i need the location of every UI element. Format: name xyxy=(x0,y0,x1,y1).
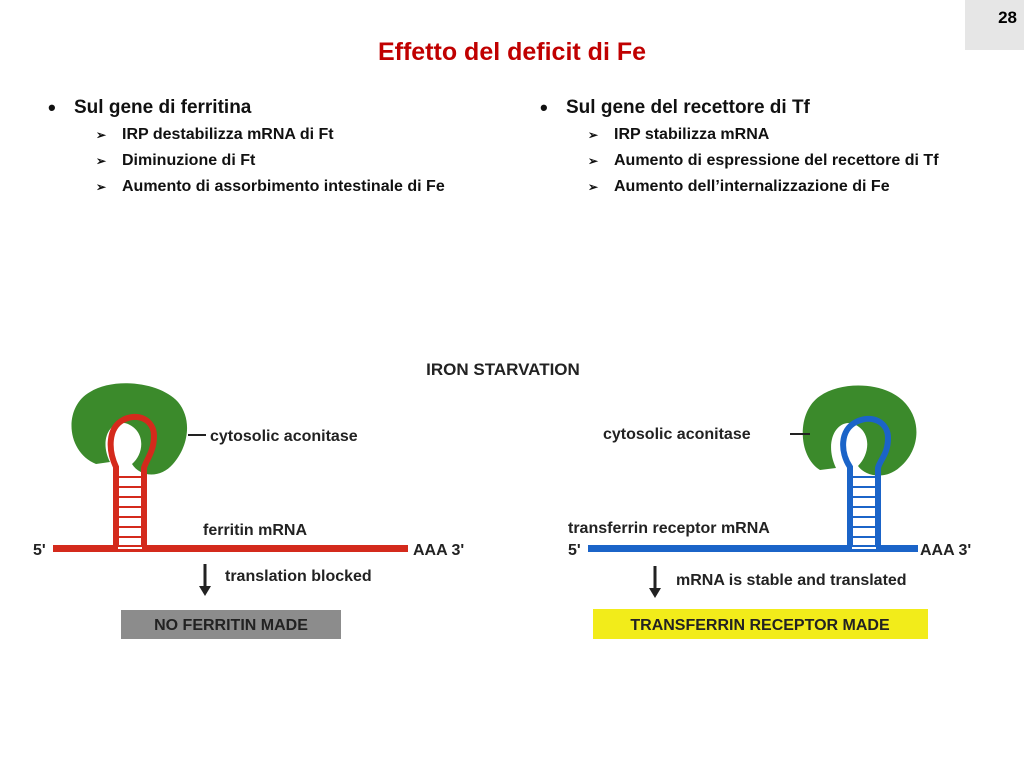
list-item-text: Diminuzione di Ft xyxy=(122,152,256,169)
list-item: ➢ IRP destabilizza mRNA di Ft xyxy=(96,126,503,144)
down-arrow-icon xyxy=(199,564,211,596)
tfr-mrna-strand xyxy=(588,545,918,552)
list-item: ➢ Diminuzione di Ft xyxy=(96,152,503,170)
ferritin-mrna-label: ferritin mRNA xyxy=(203,522,307,539)
list-item-text: Aumento dell’internalizzazione di Fe xyxy=(614,178,890,195)
list-item: ➢ IRP stabilizza mRNA xyxy=(588,126,985,144)
arrow-bullet-icon: ➢ xyxy=(96,128,107,142)
list-item: ➢ Aumento dell’internalizzazione di Fe xyxy=(588,178,985,196)
list-item: ➢ Aumento di espressione del recettore d… xyxy=(588,152,985,170)
aconitase-label-left: cytosolic aconitase xyxy=(210,428,358,445)
stable-translated-label: mRNA is stable and translated xyxy=(676,572,907,589)
arrow-bullet-icon: ➢ xyxy=(588,154,599,168)
list-item: ➢ Aumento di assorbimento intestinale di… xyxy=(96,178,503,196)
right-heading: Sul gene del recettore di Tf xyxy=(566,97,810,118)
left-sub-list: ➢ IRP destabilizza mRNA di Ft ➢ Diminuzi… xyxy=(96,126,503,196)
hairpin-base-pairs xyxy=(119,476,141,538)
arrow-bullet-icon: ➢ xyxy=(96,180,107,194)
ferritin-mrna-strand xyxy=(53,545,408,552)
slide-title: Effetto del deficit di Fe xyxy=(377,38,647,66)
ferritin-mrna-hairpin xyxy=(107,413,158,548)
list-item-text: IRP stabilizza mRNA xyxy=(614,126,770,143)
ferritin-panel: cytosolic aconitase ferritin mRNA 5' AAA… xyxy=(33,383,464,639)
right-column: • Sul gene del recettore di Tf ➢ IRP sta… xyxy=(540,96,985,204)
bullet-icon: • xyxy=(48,95,56,120)
down-arrow-icon xyxy=(649,566,661,598)
tfr-five-prime: 5' xyxy=(568,542,581,559)
list-item-text: IRP destabilizza mRNA di Ft xyxy=(122,126,334,143)
slide-number-box: 28 xyxy=(965,0,1024,50)
aconitase-protein-right xyxy=(802,385,917,476)
tfr-panel: cytosolic aconitase transferrin receptor… xyxy=(568,385,971,639)
hairpin-base-pairs xyxy=(853,476,875,538)
iron-starvation-diagram: IRON STARVATION cytosolic aconitase ferr… xyxy=(33,360,971,639)
arrow-bullet-icon: ➢ xyxy=(588,180,599,194)
list-item-text: Aumento di assorbimento intestinale di F… xyxy=(122,178,445,195)
no-ferritin-label: NO FERRITIN MADE xyxy=(154,617,308,634)
right-sub-list: ➢ IRP stabilizza mRNA ➢ Aumento di espre… xyxy=(588,126,985,196)
left-heading-item: • Sul gene di ferritina xyxy=(48,96,503,120)
ferritin-three-prime: AAA 3' xyxy=(413,542,464,559)
aconitase-protein-left xyxy=(71,383,188,475)
ferritin-five-prime: 5' xyxy=(33,542,46,559)
tfr-mrna-label: transferrin receptor mRNA xyxy=(568,520,770,537)
aconitase-label-right: cytosolic aconitase xyxy=(603,426,751,443)
bullet-icon: • xyxy=(540,95,548,120)
slide-number: 28 xyxy=(998,8,1017,27)
left-column: • Sul gene di ferritina ➢ IRP destabiliz… xyxy=(48,96,503,204)
tfr-three-prime: AAA 3' xyxy=(920,542,971,559)
left-heading: Sul gene di ferritina xyxy=(74,97,252,118)
tfr-made-label: TRANSFERRIN RECEPTOR MADE xyxy=(630,617,890,634)
list-item-text: Aumento di espressione del recettore di … xyxy=(614,152,939,169)
tfr-made-box xyxy=(593,609,928,639)
arrow-bullet-icon: ➢ xyxy=(588,128,599,142)
translation-blocked-label: translation blocked xyxy=(225,568,372,585)
no-ferritin-box xyxy=(121,610,341,639)
diagram-heading: IRON STARVATION xyxy=(426,360,580,379)
tfr-mrna-hairpin xyxy=(840,415,892,548)
right-heading-item: • Sul gene del recettore di Tf xyxy=(540,96,985,120)
arrow-bullet-icon: ➢ xyxy=(96,154,107,168)
